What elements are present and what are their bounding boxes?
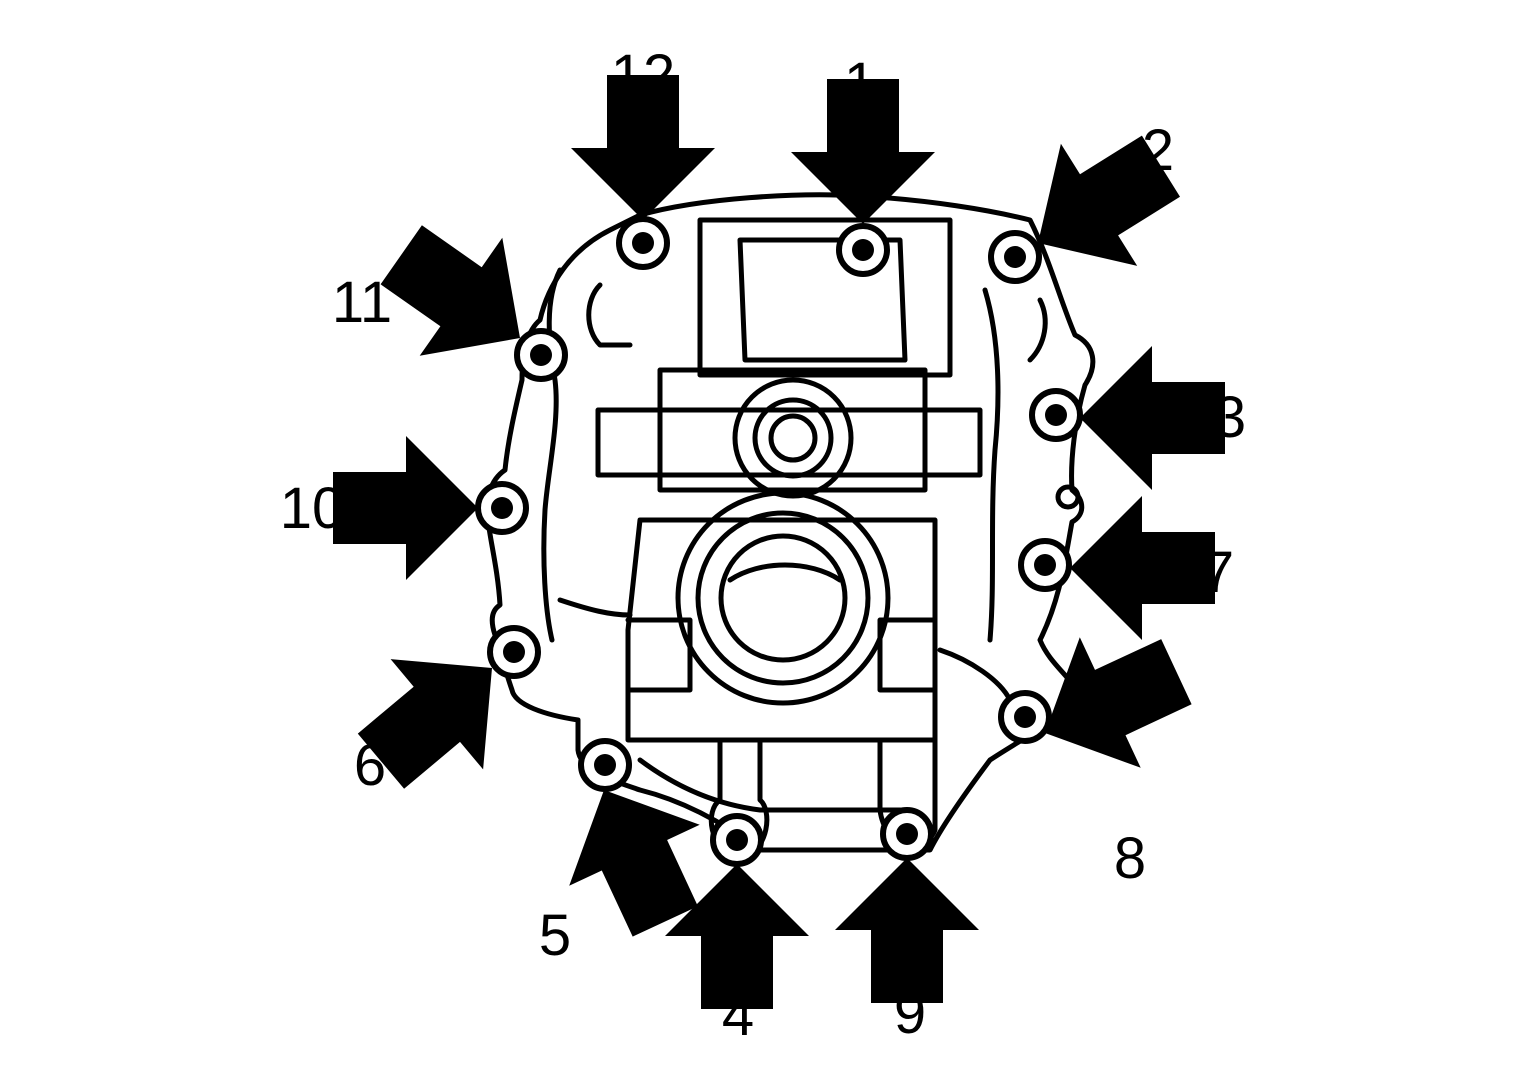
callout-label-4: 4	[722, 983, 754, 1048]
upper-bearing-block	[657, 367, 928, 493]
callout-arrow-6	[357, 659, 492, 789]
bolt-10	[475, 481, 529, 535]
callout-arrow-5	[569, 790, 700, 937]
callout-label-7: 7	[1202, 540, 1234, 605]
lower-right-rib	[937, 647, 1013, 703]
callout-label-10: 10	[280, 476, 345, 541]
right-small-boss	[1055, 484, 1081, 510]
callout-arrow-3	[1080, 346, 1225, 490]
right-inner-rib	[1027, 297, 1048, 363]
bolts	[475, 216, 1083, 867]
upper-bearing-inner	[752, 397, 834, 479]
callout-arrow-11	[380, 225, 520, 356]
callout-label-8: 8	[1114, 826, 1146, 891]
bolt-2	[988, 230, 1042, 284]
callout-arrow-10	[333, 436, 478, 580]
upper-side-blocks	[595, 407, 983, 478]
upper-bearing-core	[768, 413, 818, 463]
callout-label-6: 6	[354, 733, 386, 798]
left-flange-contour	[541, 267, 563, 643]
callout-label-3: 3	[1214, 385, 1246, 450]
callout-label-12: 12	[611, 43, 676, 108]
callout-arrow-9	[835, 858, 979, 1003]
bolt-6	[487, 625, 541, 679]
upper-bearing-outer	[732, 377, 854, 499]
top-chamber-frame	[697, 217, 953, 378]
bolt-9	[880, 807, 934, 861]
callout-arrow-8	[1045, 637, 1192, 768]
lower-flange-right	[877, 617, 938, 693]
main-bearing-sleeve	[727, 562, 843, 583]
bolt-5	[578, 738, 632, 792]
callout-arrows	[333, 75, 1225, 1009]
main-bearing-outer	[675, 490, 891, 706]
callout-arrow-1	[791, 79, 935, 224]
left-inner-rib	[586, 282, 633, 348]
main-bearing-ring	[695, 510, 871, 686]
callout-label-5: 5	[539, 903, 571, 968]
bolt-8	[998, 690, 1052, 744]
right-flange-contour	[982, 287, 1001, 643]
bottom-edge	[637, 757, 903, 813]
bolt-1	[836, 223, 890, 277]
callout-label-11: 11	[332, 270, 392, 335]
callout-labels: 1 2 3 4 5 6 7 8 9 10 11 12	[280, 43, 1246, 1048]
callout-arrow-4	[665, 864, 809, 1009]
callout-label-1: 1	[844, 51, 876, 116]
callout-arrow-7	[1070, 496, 1215, 640]
lower-left-rib	[557, 597, 633, 618]
callout-label-2: 2	[1142, 118, 1174, 183]
callout-arrow-12	[571, 75, 715, 220]
bolt-7	[1018, 538, 1072, 592]
callout-label-9: 9	[894, 981, 926, 1046]
bolt-4	[710, 813, 764, 867]
bolt-3	[1029, 388, 1083, 442]
bolt-11	[514, 328, 568, 382]
main-bearing-inner	[718, 533, 848, 663]
housing-drawing	[484, 192, 1096, 863]
lower-flange	[625, 617, 693, 693]
callout-arrow-2	[1038, 135, 1180, 266]
bolt-12	[616, 216, 670, 270]
lower-block	[625, 517, 938, 743]
